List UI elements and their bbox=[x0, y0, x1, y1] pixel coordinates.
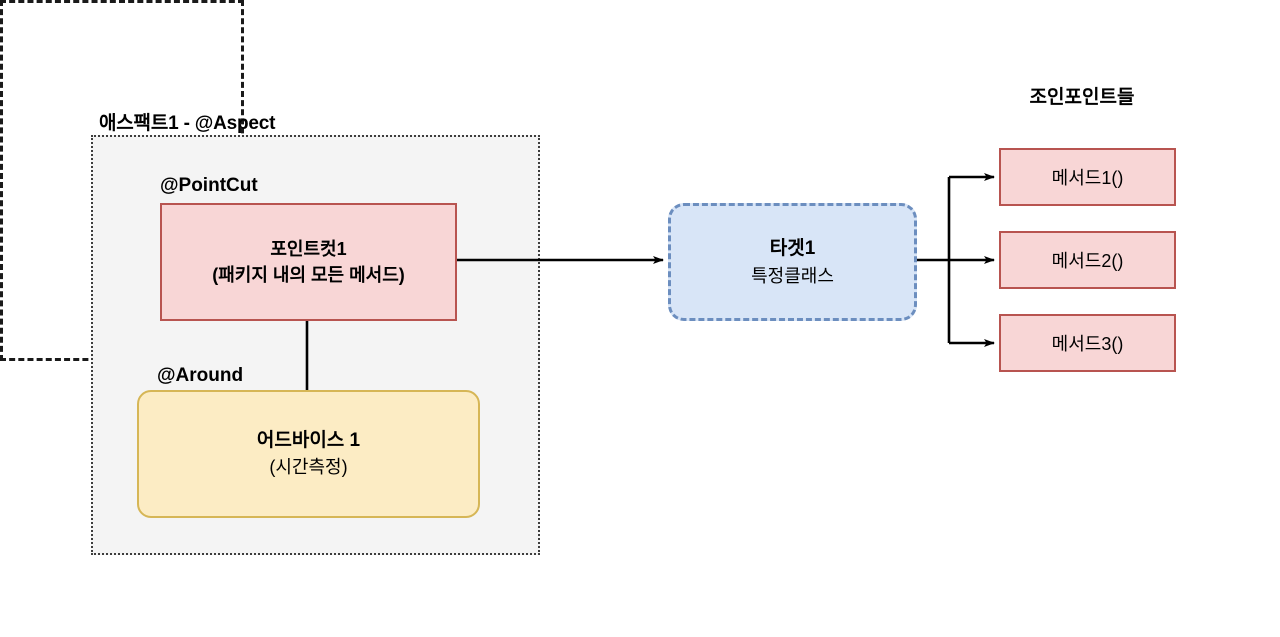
advice-title: 어드바이스 1 bbox=[256, 430, 361, 452]
target-box[interactable]: 타겟1 특정클래스 bbox=[668, 203, 917, 321]
pointcut-annotation-label: @PointCut bbox=[160, 175, 258, 196]
method-box[interactable]: 메서드1() bbox=[999, 148, 1176, 206]
method-box[interactable]: 메서드3() bbox=[999, 314, 1176, 372]
method-label: 메서드3() bbox=[1051, 334, 1124, 354]
target-title: 타겟1 bbox=[769, 238, 816, 260]
target-subtitle: 특정클래스 bbox=[751, 265, 834, 286]
pointcut-subtitle: (패키지 내의 모든 메서드) bbox=[212, 265, 405, 285]
advice-box[interactable]: 어드바이스 1 (시간측정) bbox=[137, 390, 480, 518]
pointcut-box[interactable]: 포인트컷1 (패키지 내의 모든 메서드) bbox=[160, 203, 457, 321]
around-annotation-label: @Around bbox=[157, 365, 244, 386]
method-box[interactable]: 메서드2() bbox=[999, 231, 1176, 289]
advice-subtitle: (시간측정) bbox=[269, 456, 348, 477]
method-label: 메서드1() bbox=[1051, 168, 1124, 188]
pointcut-title: 포인트컷1 bbox=[270, 238, 347, 259]
method-label: 메서드2() bbox=[1051, 251, 1124, 271]
aspect-label: 애스팩트1 - @Aspect bbox=[99, 113, 276, 134]
joinpoints-title: 조인포인트들 bbox=[1029, 87, 1135, 108]
